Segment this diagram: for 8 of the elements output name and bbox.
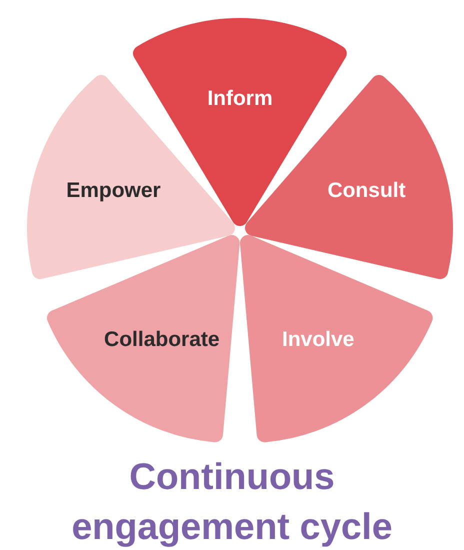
cycle-segment xyxy=(46,234,241,444)
cycle-segment xyxy=(239,234,434,444)
segment-label: Consult xyxy=(327,178,406,203)
segment-label: Empower xyxy=(66,178,161,203)
segment-label: Collaborate xyxy=(104,328,220,352)
segment-label: Inform xyxy=(207,86,273,111)
title: Continuous engagement cycle xyxy=(70,455,394,549)
segment-label: Involve xyxy=(282,328,354,352)
